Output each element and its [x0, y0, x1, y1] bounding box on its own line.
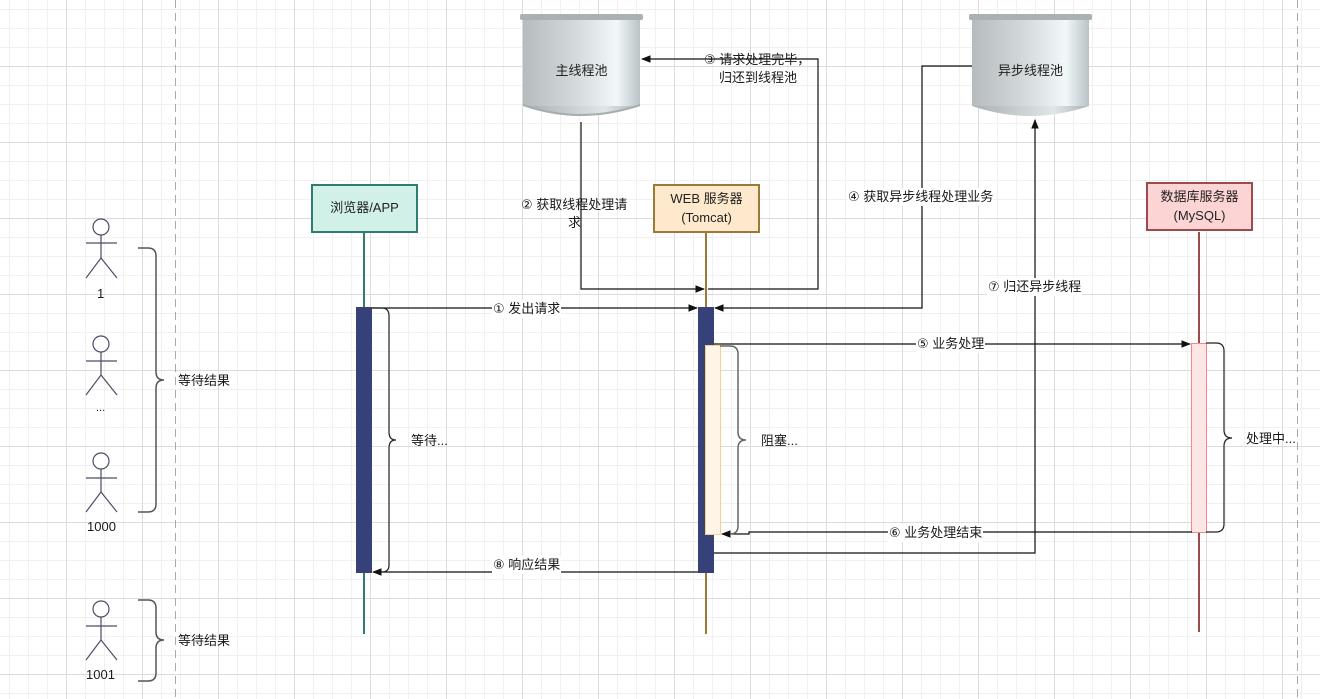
browser-wait-label: 等待...: [411, 433, 448, 448]
message-5-label: ⑤ 业务处理: [916, 335, 986, 353]
message-3-arrow: [641, 55, 819, 290]
actor-label-1001: 1001: [86, 667, 115, 682]
web-blocked-label: 阻塞...: [761, 433, 798, 448]
async-thread-pool-cylinder[interactable]: [969, 14, 1092, 116]
message-4-label: ④ 获取异步线程处理业务: [847, 188, 995, 206]
message-4-arrow: [714, 65, 972, 312]
message-3-label-line2: 归还到线程池: [719, 70, 798, 85]
message-7-arrow: [714, 119, 1039, 554]
actor-label-1: 1: [97, 286, 105, 301]
message-2-label-line2: 求: [568, 215, 582, 230]
message-2-label-line1: ② 获取线程处理请: [521, 197, 628, 212]
brace-group2: [138, 599, 165, 682]
db-server-label: 数据库服务器: [1160, 188, 1239, 204]
web-blocked-activation: [705, 345, 721, 535]
actor-1[interactable]: [85, 218, 118, 279]
db-server-sublabel: (MySQL): [1173, 207, 1226, 223]
db-server-box[interactable]: 数据库服务器 (MySQL): [1146, 182, 1253, 231]
message-1-label: ① 发出请求: [492, 300, 562, 318]
message-3-label-line1: ③ 请求处理完毕，: [704, 52, 811, 67]
brace-group1: [138, 247, 165, 513]
async-thread-pool-label: 异步线程池: [997, 63, 1063, 78]
web-server-label: WEB 服务器: [670, 190, 743, 206]
web-server-box[interactable]: WEB 服务器 (Tomcat): [653, 184, 760, 233]
message-7-label: ⑦ 归还异步线程: [987, 278, 1083, 296]
brace-browser-wait: [372, 307, 397, 573]
main-thread-pool-label: 主线程池: [555, 63, 608, 78]
brace-db-processing: [1206, 342, 1233, 533]
actor-ellipsis[interactable]: [85, 335, 118, 396]
browser-app-label: 浏览器/APP: [330, 200, 399, 216]
brace-label-group1: 等待结果: [178, 373, 231, 388]
brace-label-group2: 等待结果: [178, 633, 231, 648]
browser-app-box[interactable]: 浏览器/APP: [311, 184, 418, 233]
db-activation: [1191, 343, 1207, 533]
actor-1000[interactable]: [85, 452, 118, 513]
actor-1001[interactable]: [85, 600, 118, 661]
db-processing-label: 处理中...: [1246, 431, 1296, 446]
actor-label-1000: 1000: [87, 519, 116, 534]
actor-label-ellipsis: ...: [96, 402, 106, 414]
web-server-sublabel: (Tomcat): [681, 209, 732, 225]
message-8-label: ⑧ 响应结果: [492, 556, 562, 574]
message-2-arrow: [580, 122, 705, 293]
message-6-label: ⑥ 业务处理结束: [888, 524, 984, 542]
browser-activation: [356, 307, 372, 573]
brace-web-blocked: [720, 345, 747, 535]
main-thread-pool-cylinder[interactable]: [520, 14, 643, 116]
